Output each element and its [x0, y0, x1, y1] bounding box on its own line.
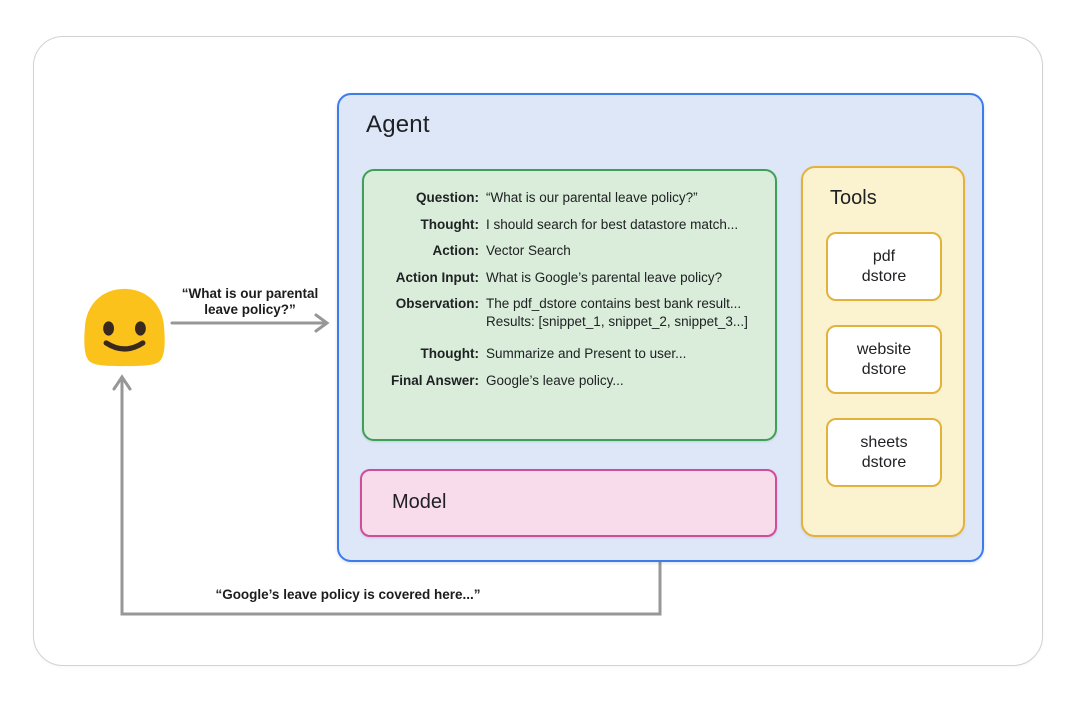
scratchpad-label: Thought:	[420, 216, 479, 232]
scratchpad-label: Thought:	[420, 346, 479, 361]
scratchpad-label: Final Answer:	[390, 372, 479, 388]
tool-item-website-dstore: website dstore	[826, 325, 942, 394]
tool-item-line2: dstore	[861, 453, 907, 471]
tool-item-line1: sheets	[860, 433, 908, 451]
agent-title: Agent	[366, 111, 430, 138]
scratchpad-row-final-answer: Final Answer: Google’s leave policy...	[364, 372, 769, 390]
user-request-label: “What is our parental leave policy?”	[152, 286, 348, 318]
model-box: Model	[360, 469, 777, 537]
tool-item-pdf-dstore: pdf dstore	[826, 232, 942, 301]
observation-line1: The pdf_dstore contains best bank result…	[486, 296, 742, 311]
scratchpad-label: Action Input:	[395, 269, 479, 285]
scratchpad-value: What is Google’s parental leave policy?	[486, 269, 723, 285]
scratchpad-row-thought2: Thought: Summarize and Present to user..…	[364, 345, 769, 363]
scratchpad-value: The pdf_dstore contains best bank result…	[486, 295, 769, 331]
scratchpad-label: Question:	[416, 190, 479, 205]
agent-box: Agent Question: “What is our parental le…	[337, 93, 984, 562]
scratchpad-row-question: Question: “What is our parental leave po…	[364, 189, 769, 207]
scratchpad-label: Action:	[432, 243, 480, 258]
scratchpad-value: “What is our parental leave policy?”	[486, 190, 698, 205]
agent-response-label: “Google’s leave policy is covered here..…	[215, 587, 481, 602]
user-request-line2: leave policy?”	[204, 302, 296, 317]
scratchpad-value: Summarize and Present to user...	[486, 346, 687, 361]
scratchpad-label: Observation:	[395, 296, 479, 311]
scratchpad-box: Question: “What is our parental leave po…	[362, 169, 777, 441]
tool-item-line1: pdf	[872, 247, 896, 265]
scratchpad-value: Google’s leave policy...	[486, 372, 624, 388]
tool-item-line1: website	[856, 340, 912, 358]
observation-line2: Results: [snippet_1, snippet_2, snippet_…	[486, 314, 748, 329]
scratchpad-row-thought1: Thought: I should search for best datast…	[364, 216, 769, 234]
scratchpad-value: I should search for best datastore match…	[486, 216, 739, 232]
user-request-line1: “What is our parental	[181, 286, 319, 301]
tool-item-line2: dstore	[861, 267, 907, 285]
scratchpad-row-action-input: Action Input: What is Google’s parental …	[364, 269, 769, 287]
blob-smile-emoji-icon	[84, 288, 165, 367]
tools-title: Tools	[830, 187, 877, 209]
tool-item-sheets-dstore: sheets dstore	[826, 418, 942, 487]
scratchpad-row-observation: Observation: The pdf_dstore contains bes…	[364, 295, 769, 331]
scratchpad-value: Vector Search	[486, 243, 571, 258]
user-avatar	[76, 287, 173, 368]
model-title: Model	[392, 491, 447, 513]
tool-item-line2: dstore	[861, 360, 907, 378]
scratchpad-row-action: Action: Vector Search	[364, 242, 769, 260]
tools-box: Tools pdf dstore website dstore sheets d…	[801, 166, 965, 537]
